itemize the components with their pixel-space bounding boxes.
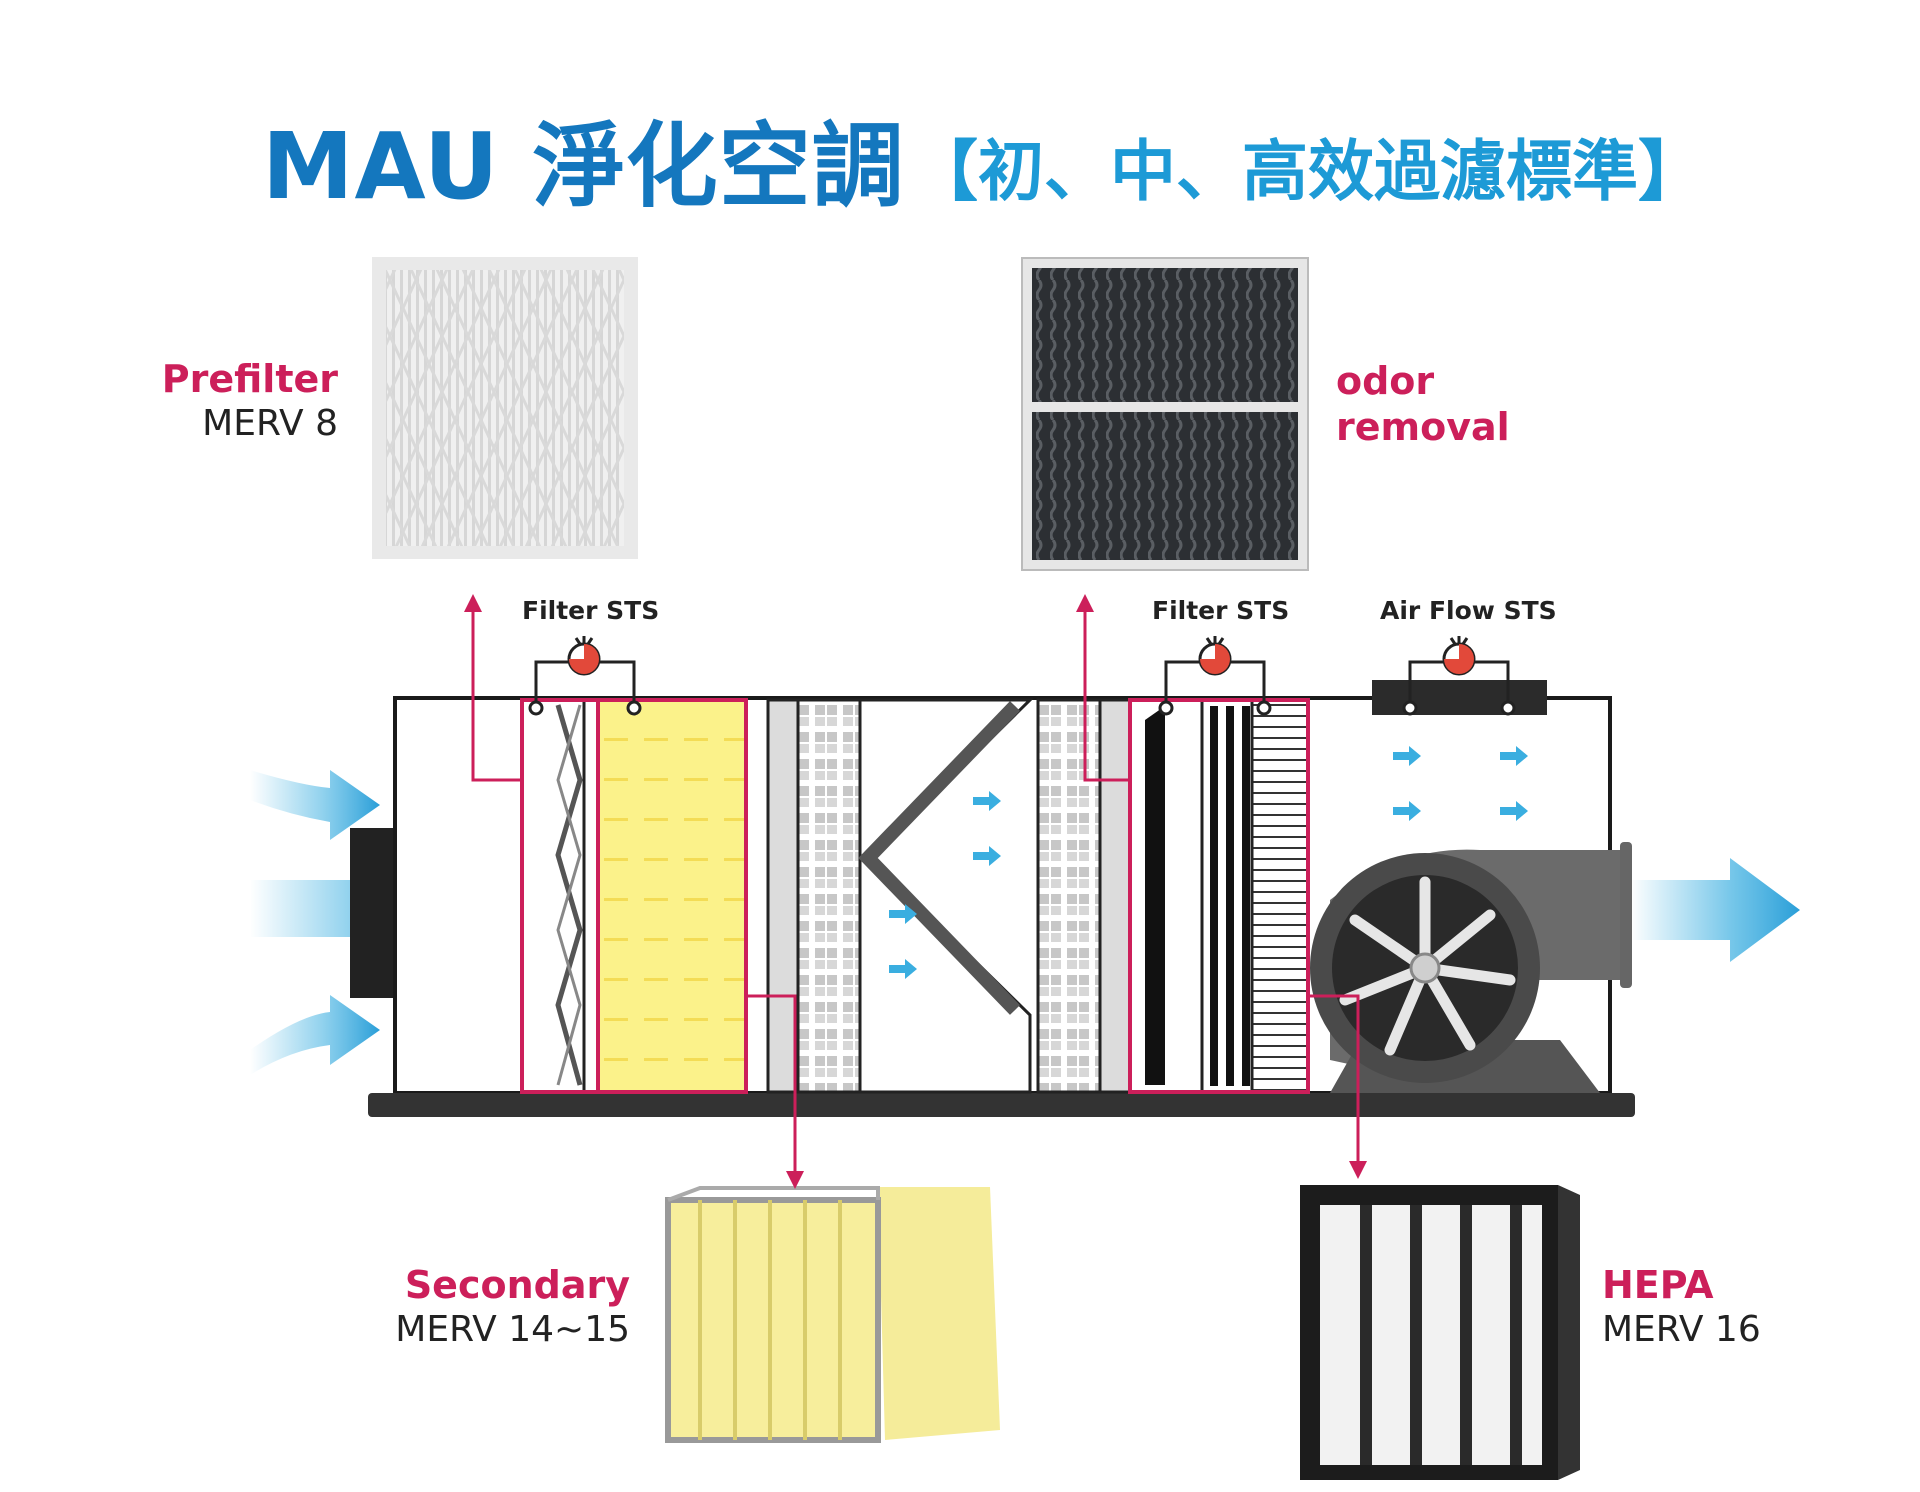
outgoing-airflow-arrow (1630, 858, 1800, 962)
internal-airflow-arrows (889, 746, 1528, 979)
coil-section-2 (1036, 698, 1132, 1094)
secondary-section (596, 698, 748, 1094)
page-title: MAU 淨化空調 (262, 113, 905, 220)
hepa-rating: MERV 16 (1602, 1309, 1761, 1350)
secondary-rating: MERV 14~15 (395, 1309, 630, 1350)
fan-blower (1310, 842, 1632, 1093)
prefilter-rating: MERV 8 (202, 403, 338, 444)
secondary-label: Secondary MERV 14~15 (390, 1262, 630, 1352)
leader-lines (464, 594, 1367, 1189)
air-flow-sts-gauge (1402, 636, 1516, 716)
filter-box-2 (1128, 698, 1310, 1094)
odor-line-1: odor (1336, 359, 1435, 403)
hepa-label: HEPA MERV 16 (1602, 1262, 1761, 1352)
odor-filter-image (1021, 257, 1309, 571)
filter-sts-2-label: Filter STS (1152, 596, 1290, 625)
secondary-filter-image (665, 1186, 1000, 1443)
v-bank-baffle (858, 701, 1021, 1015)
airflow-sensor-bar (1372, 680, 1547, 715)
odor-line-2: removal (1336, 405, 1510, 449)
filter-sts-1-gauge (528, 636, 642, 716)
prefilter-image (364, 249, 646, 567)
prefilter-label: Prefilter MERV 8 (140, 356, 338, 446)
filter-sts-2-gauge (1158, 636, 1272, 716)
prefilter-section (520, 698, 586, 1094)
air-flow-sts-label: Air Flow STS (1380, 596, 1557, 625)
hepa-section (1200, 698, 1310, 1094)
filter-sts-1-label: Filter STS (522, 596, 660, 625)
hepa-name: HEPA (1602, 1263, 1714, 1307)
secondary-name: Secondary (404, 1263, 630, 1307)
coil-section-1 (766, 698, 862, 1094)
prefilter-name: Prefilter (161, 357, 338, 401)
page-subtitle: 【初、中、高效過濾標準】 (912, 133, 1704, 210)
carbon-section (1128, 698, 1204, 1094)
hepa-filter-image (1300, 1185, 1580, 1480)
odor-removal-label: odor removal (1336, 358, 1510, 450)
